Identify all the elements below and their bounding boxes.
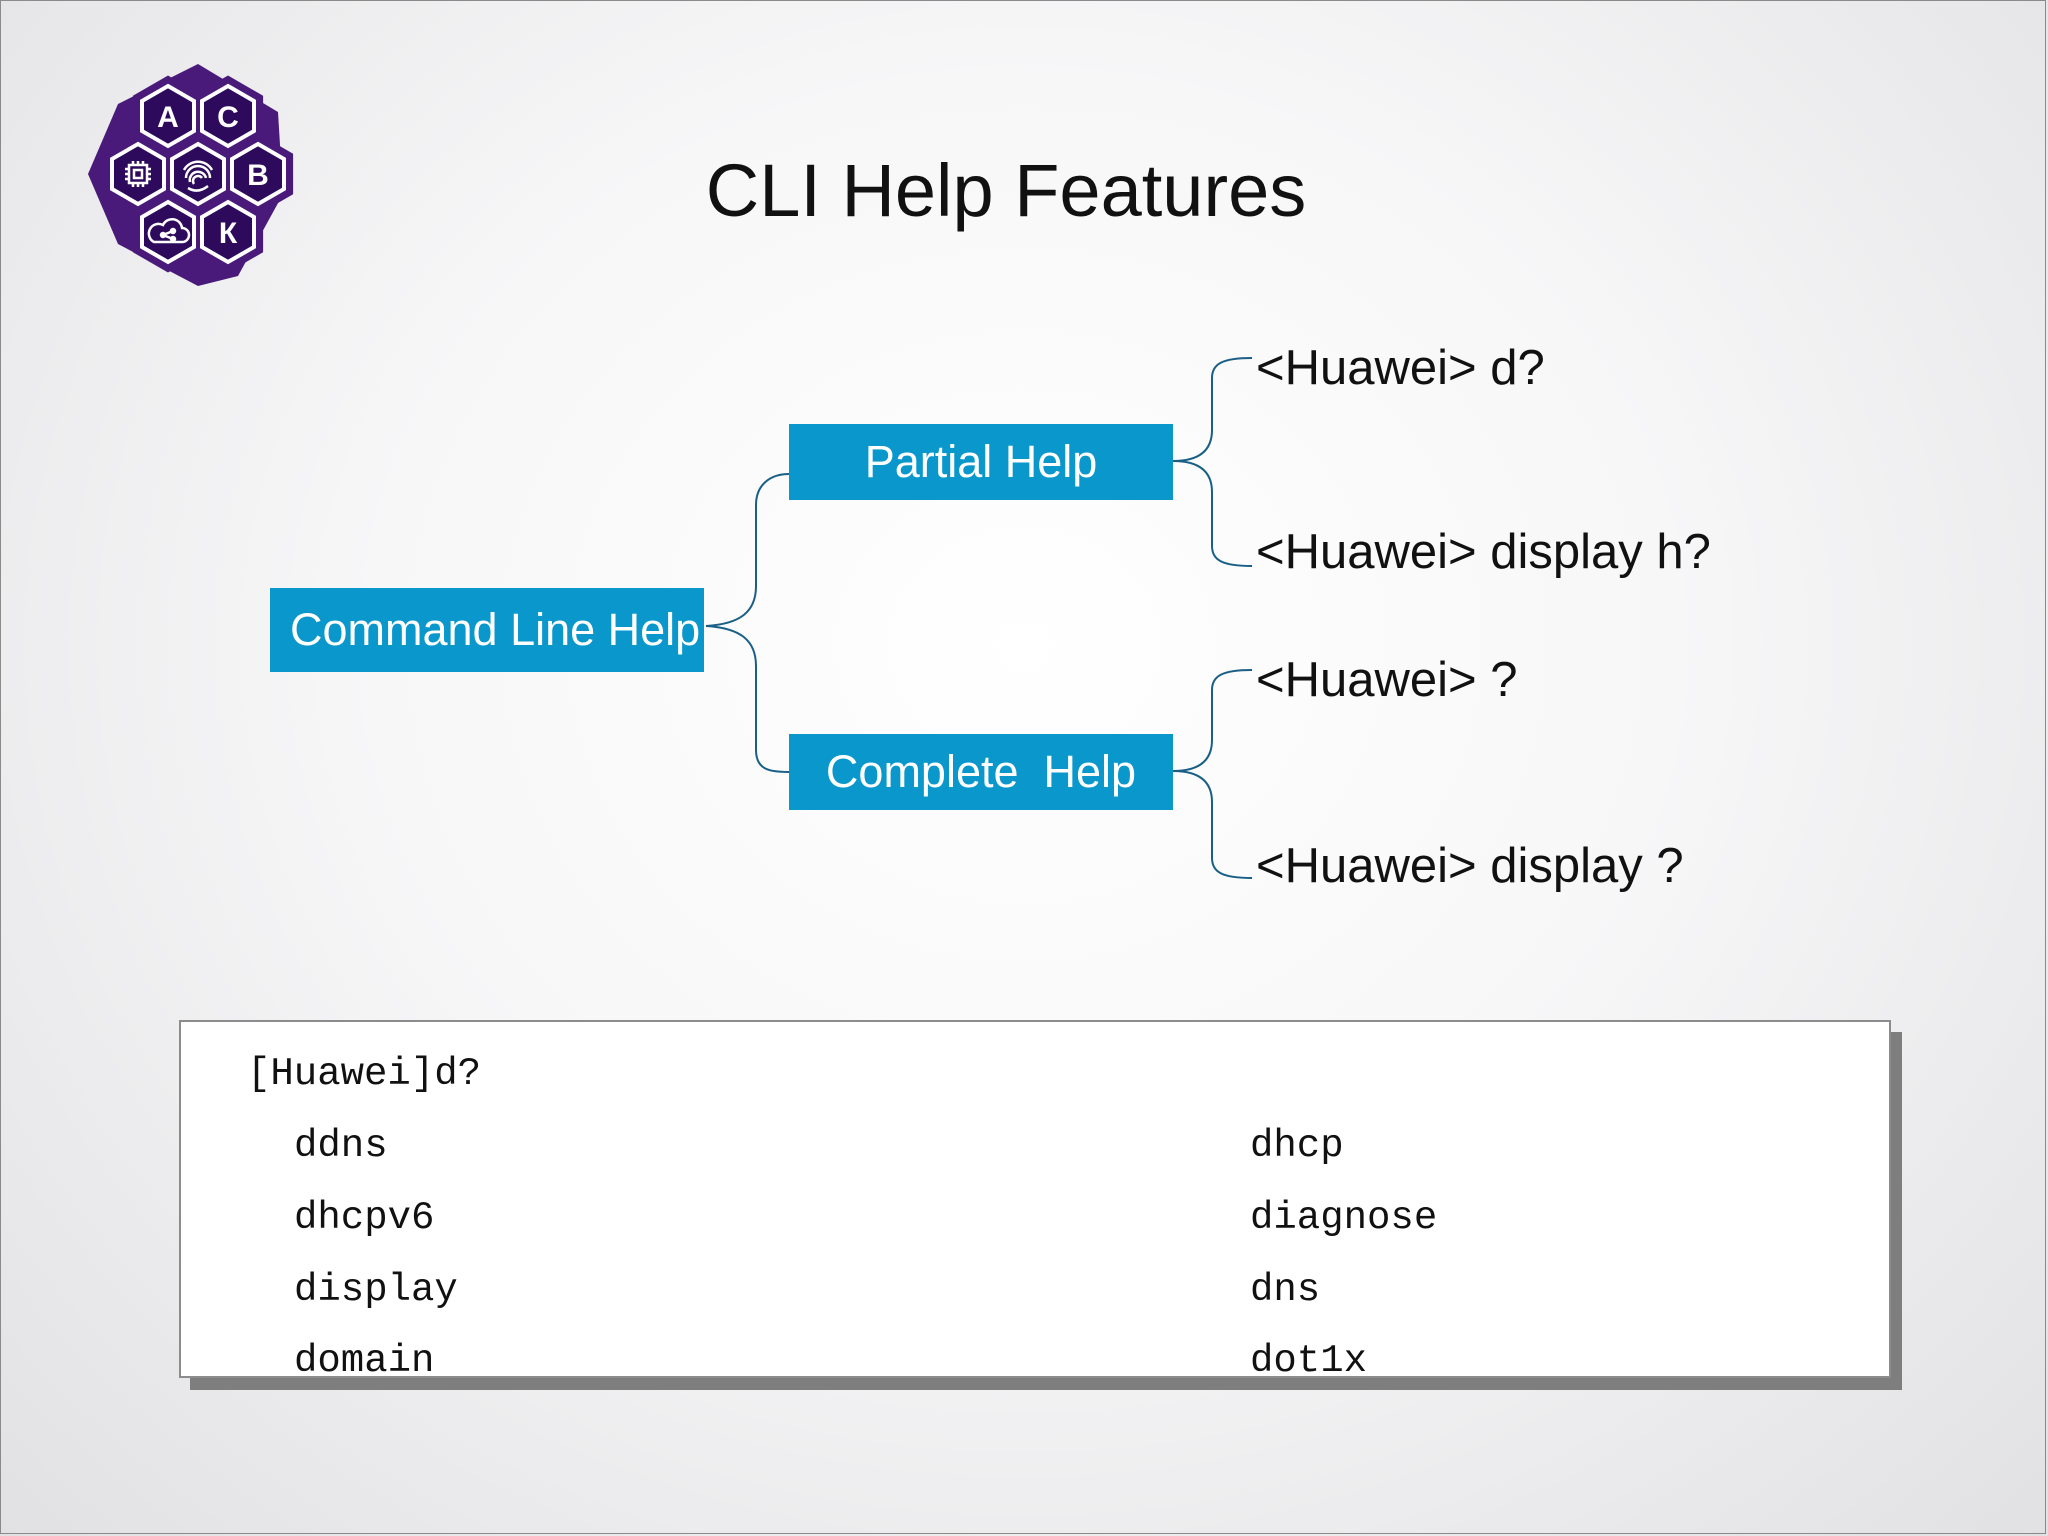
terminal-command-left-4: domain: [294, 1339, 435, 1383]
cloud-share-icon: [147, 218, 191, 244]
slide-title: CLI Help Features: [705, 149, 1307, 232]
partial-example-1: <Huawei> d?: [1256, 341, 1545, 395]
terminal-command-left-3: display: [294, 1268, 458, 1312]
logo: A C B К: [88, 64, 294, 286]
terminal-prompt: [Huawei]d?: [247, 1052, 482, 1096]
chip-icon: [125, 161, 151, 187]
terminal-command-right-1: dhcp: [1250, 1124, 1344, 1168]
complete-help-box: Complete Help: [789, 734, 1173, 810]
complete-example-1: <Huawei> ?: [1256, 653, 1518, 707]
terminal-panel: [Huawei]d? ddns dhcpv6 display domain dh…: [179, 1020, 1891, 1383]
command-line-help-box: Command Line Help: [270, 588, 704, 672]
logo-letter-c: C: [217, 101, 239, 134]
fingerprint-icon: [182, 160, 214, 192]
complete-example-2: <Huawei> display ?: [1256, 839, 1684, 893]
terminal-command-left-2: dhcpv6: [294, 1196, 435, 1240]
logo-letter-b: B: [247, 159, 269, 192]
terminal-command-right-2: diagnose: [1250, 1196, 1438, 1240]
logo-letter-a: A: [157, 101, 179, 134]
partial-help-box: Partial Help: [789, 424, 1173, 500]
logo-letter-k: К: [219, 217, 238, 250]
terminal-command-right-3: dns: [1250, 1268, 1321, 1312]
partial-example-2: <Huawei> display h?: [1256, 525, 1711, 579]
terminal-command-right-4: dot1x: [1250, 1339, 1368, 1383]
terminal-command-left-1: ddns: [294, 1124, 388, 1168]
